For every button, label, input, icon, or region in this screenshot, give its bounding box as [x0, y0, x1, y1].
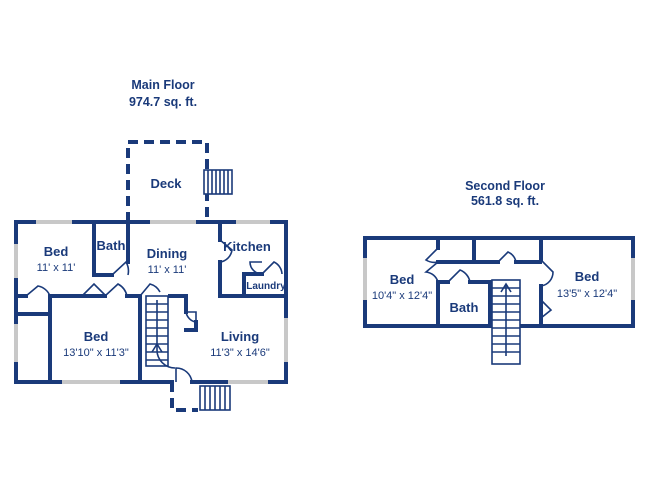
bed2-dims: 13'10" x 11'3" — [63, 347, 129, 359]
main-windows — [14, 220, 288, 384]
bed1-dims: 11' x 11' — [37, 262, 76, 274]
entry-landing-outline — [170, 382, 198, 412]
bed2-label: Bed — [84, 329, 109, 344]
kitchen-label: Kitchen — [223, 239, 271, 254]
second-floor-area: 561.8 sq. ft. — [471, 194, 539, 208]
second-bath-label: Bath — [450, 300, 479, 315]
main-door-swings — [25, 239, 283, 383]
living-label: Living — [221, 329, 259, 344]
second-floor-stairs — [491, 279, 521, 365]
main-interior-stairs — [145, 295, 176, 369]
main-floor-heading: Main Floor 974.7 sq. ft. — [129, 78, 197, 109]
second-floor-plan: Bed 10'4" x 12'4" Bath Bed 13'5" x 12'4" — [363, 236, 635, 365]
deck-label: Deck — [150, 176, 182, 191]
main-floor-area: 974.7 sq. ft. — [129, 95, 197, 109]
bed1-label: Bed — [44, 244, 69, 259]
bath-label: Bath — [97, 238, 126, 253]
entry-stairs — [199, 385, 231, 411]
bed-left-label: Bed — [390, 272, 415, 287]
bed-left-dims: 10'4" x 12'4" — [372, 290, 432, 302]
deck-stairs — [203, 169, 233, 195]
bed-right-label: Bed — [575, 269, 600, 284]
second-floor-heading: Second Floor 561.8 sq. ft. — [465, 179, 545, 208]
second-windows — [363, 258, 635, 300]
dining-label: Dining — [147, 246, 187, 261]
living-dims: 11'3" x 14'6" — [210, 347, 270, 359]
main-floor-title: Main Floor — [131, 78, 194, 92]
bed-right-dims: 13'5" x 12'4" — [557, 288, 617, 300]
second-door-swings — [424, 247, 554, 319]
laundry-label: Laundry — [246, 281, 286, 292]
main-floor-plan: Deck Bed 11' x 11' Bath Dining 11' x 11'… — [14, 140, 288, 412]
second-floor-title: Second Floor — [465, 179, 545, 193]
dining-dims: 11' x 11' — [148, 264, 187, 276]
